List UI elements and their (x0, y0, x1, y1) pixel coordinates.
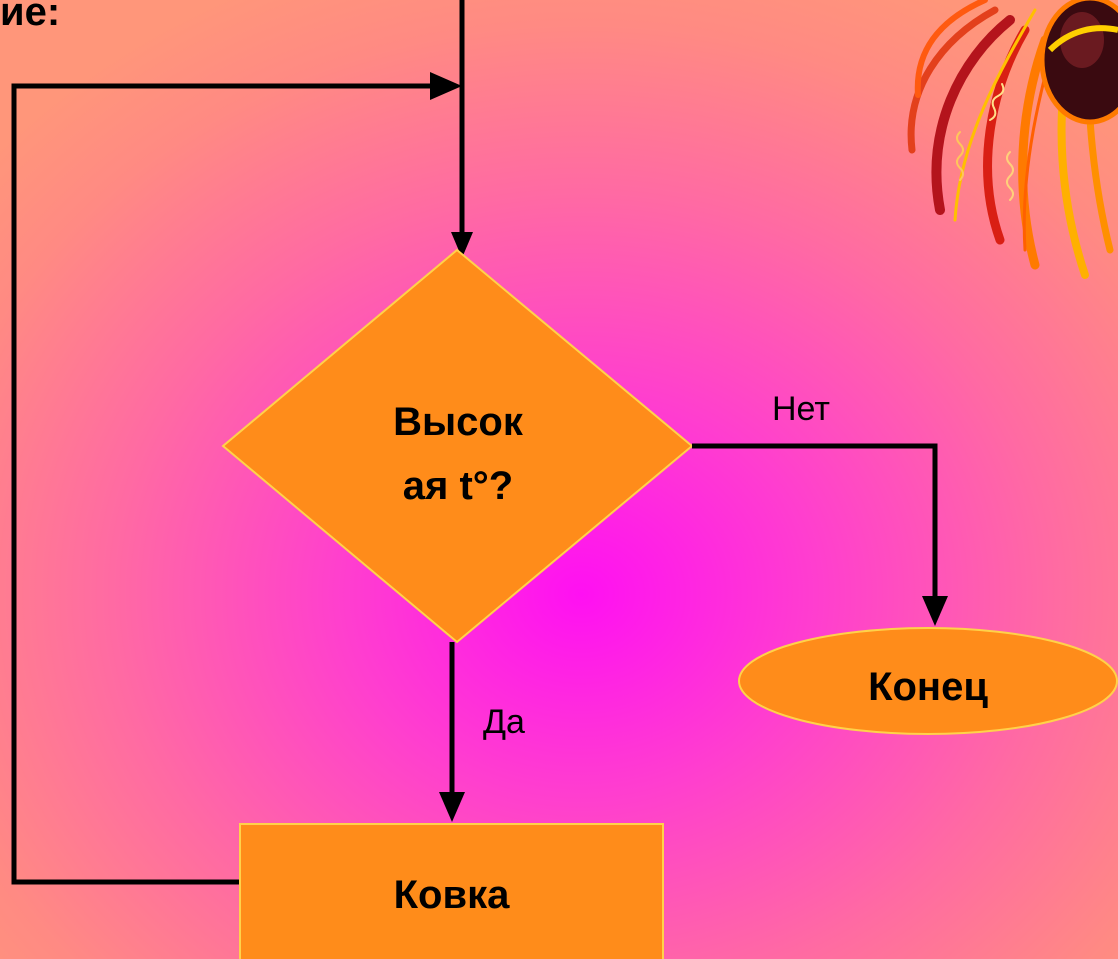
edge-label-no: Нет (772, 390, 830, 428)
arrowhead-into-process (439, 792, 465, 822)
process-box (239, 823, 664, 959)
connector-no-branch (692, 443, 938, 596)
terminal-end-ellipse (738, 627, 1118, 735)
arrowhead-into-decision (451, 232, 473, 258)
connector-loop-back (11, 83, 432, 885)
decision-diamond (221, 248, 694, 644)
process-label: Ковка (393, 873, 510, 917)
arrowhead-into-end (922, 596, 948, 626)
decision-label: Высок ая t°? (358, 390, 558, 518)
arrowhead-loop-back (430, 72, 462, 100)
terminal-end-label: Конец (868, 665, 988, 709)
sun-flower-clipart-icon (907, 0, 1118, 279)
edge-label-yes: Да (483, 703, 525, 741)
heading-fragment: ие: (0, 0, 61, 34)
decision-label-line1: Высок (393, 400, 523, 444)
decision-label-line2: ая t°? (402, 464, 514, 508)
